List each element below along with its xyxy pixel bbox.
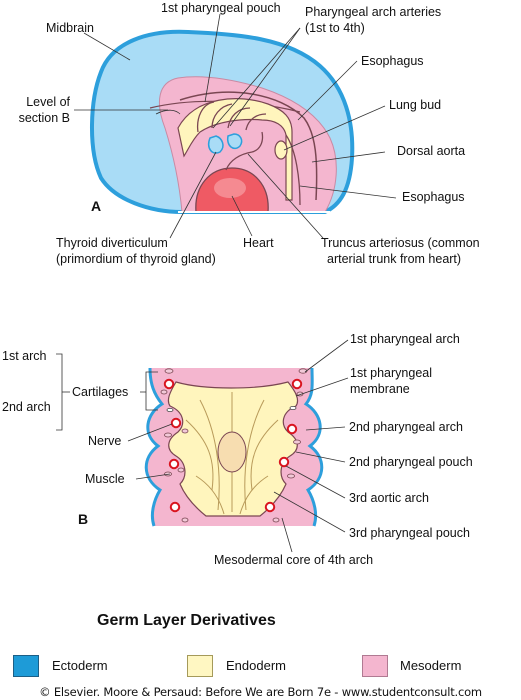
legend-swatch-mesoderm xyxy=(362,655,388,677)
label-second-pharyngeal-pouch: 2nd pharyngeal pouch xyxy=(349,455,473,469)
embryo-pharynx-endoderm xyxy=(177,98,293,201)
label-first-membrane-2: membrane xyxy=(350,382,410,396)
copyright-footer: © Elsevier. Moore & Persaud: Before We a… xyxy=(39,685,482,699)
label-midbrain: Midbrain xyxy=(46,21,94,35)
thyroid-diverticulum-section xyxy=(217,431,247,473)
label-lung-bud: Lung bud xyxy=(389,98,442,112)
label-heart: Heart xyxy=(243,236,274,250)
dorsal-aorta xyxy=(179,91,318,201)
panel-a-leaders xyxy=(74,13,397,239)
legend-label-ectoderm: Ectoderm xyxy=(52,658,108,673)
legend-label-endoderm: Endoderm xyxy=(226,658,286,673)
label-dorsal-aorta: Dorsal aorta xyxy=(397,144,466,158)
legend-swatch-endoderm xyxy=(187,655,213,677)
truncus-arteriosus xyxy=(225,131,264,171)
panel-b-letter: B xyxy=(78,511,89,527)
label-cartilages: Cartilages xyxy=(72,385,129,399)
label-level-1: Level of xyxy=(26,95,70,109)
label-thyroid-1: Thyroid diverticulum xyxy=(56,236,168,250)
label-truncus-2: arterial trunk from heart) xyxy=(327,252,462,266)
label-third-pharyngeal-pouch: 3rd pharyngeal pouch xyxy=(349,526,470,540)
label-level-2: section B xyxy=(18,111,70,125)
label-first-pouch: 1st pharyngeal pouch xyxy=(161,1,281,15)
label-first-arch-left: 1st arch xyxy=(2,349,47,363)
nerve-rings xyxy=(163,378,303,513)
panel-b-leaders xyxy=(56,339,349,553)
label-esophagus-top: Esophagus xyxy=(361,54,424,68)
label-nerve: Nerve xyxy=(88,434,122,448)
legend-label-mesoderm: Mesoderm xyxy=(400,658,462,673)
label-arch-arteries-2: (1st to 4th) xyxy=(305,21,365,35)
label-first-pharyngeal-arch: 1st pharyngeal arch xyxy=(350,332,460,346)
label-esophagus-bottom: Esophagus xyxy=(402,190,465,204)
panel-a-letter: A xyxy=(91,198,102,214)
lung-bud xyxy=(274,140,288,160)
label-first-membrane-1: 1st pharyngeal xyxy=(350,366,433,380)
label-second-pharyngeal-arch: 2nd pharyngeal arch xyxy=(349,420,463,434)
legend-title: Germ Layer Derivatives xyxy=(97,612,276,629)
panel-b-drawing xyxy=(144,367,324,527)
label-truncus-1: Truncus arteriosus (common xyxy=(321,236,480,250)
label-second-arch-left: 2nd arch xyxy=(2,400,51,414)
legend-swatch-ectoderm xyxy=(13,655,39,677)
label-thyroid-2: (primordium of thyroid gland) xyxy=(56,252,216,266)
label-third-aortic-arch: 3rd aortic arch xyxy=(349,491,429,505)
label-arch-arteries-1: Pharyngeal arch arteries xyxy=(305,5,442,19)
label-muscle: Muscle xyxy=(85,472,125,486)
label-mesodermal-core: Mesodermal core of 4th arch xyxy=(214,553,374,567)
panel-a-drawing xyxy=(90,29,355,214)
